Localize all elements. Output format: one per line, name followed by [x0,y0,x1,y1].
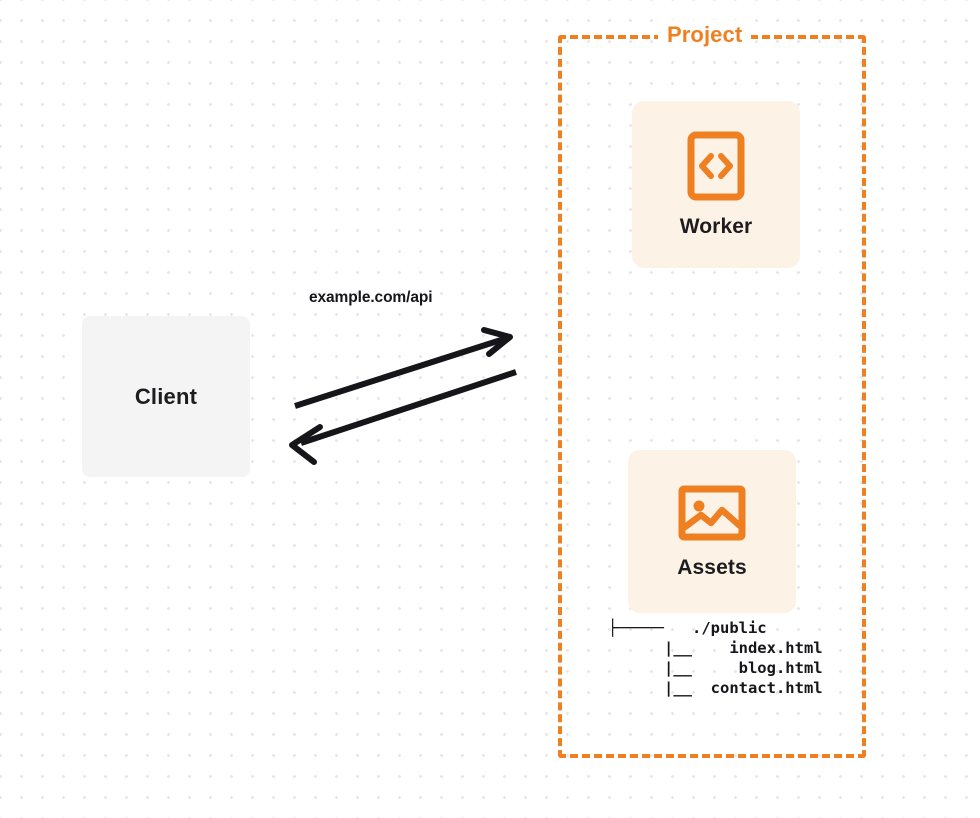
code-brackets-icon [687,131,745,200]
worker-node[interactable]: Worker [632,101,800,268]
response-arrow-icon [289,369,517,465]
request-arrow-icon [294,327,513,409]
assets-label: Assets [677,555,747,579]
project-title: Project [658,20,752,50]
image-icon [678,485,746,540]
assets-node[interactable]: Assets [628,450,796,613]
client-label: Client [134,383,198,409]
worker-label: Worker [679,214,753,238]
file-tree-lines: ├───── ./public |__ index.html |__ blog.… [608,619,823,697]
client-node[interactable]: Client [82,316,250,477]
asset-file-tree: ├───── ./public |__ index.html |__ blog.… [608,618,823,698]
api-endpoint-label: example.com/api [309,289,433,306]
